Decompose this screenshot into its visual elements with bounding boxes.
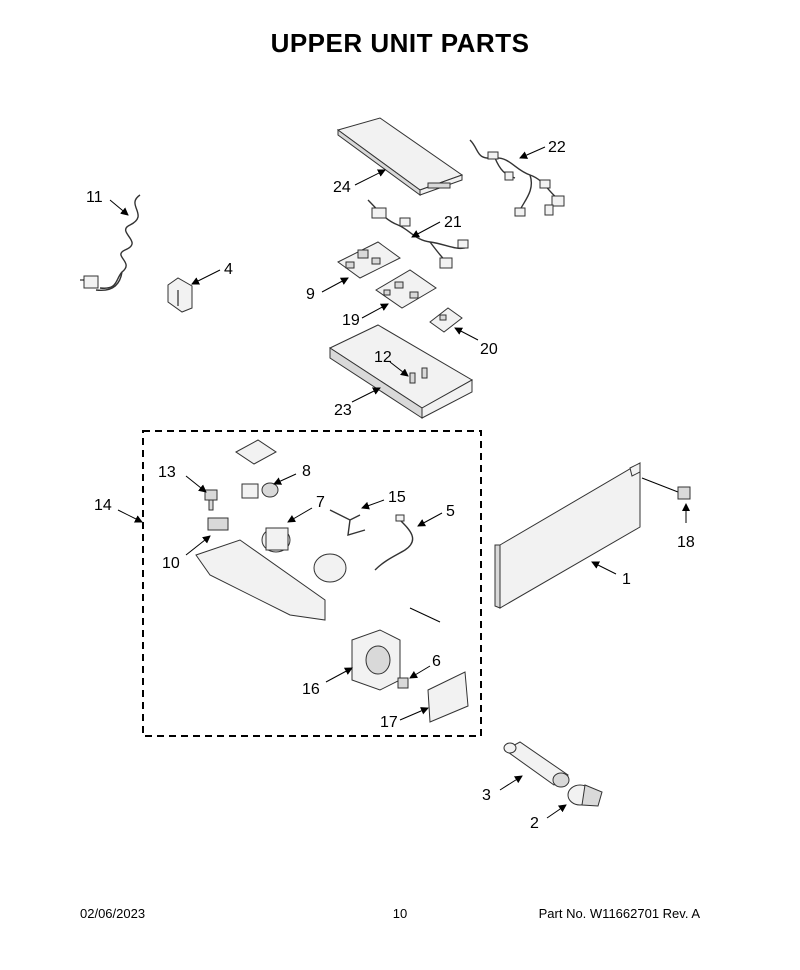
part-15-tube[interactable] [329, 509, 366, 536]
part-5-wire[interactable] [374, 514, 414, 571]
page-title: UPPER UNIT PARTS [270, 28, 530, 58]
callout-1: 1 [622, 571, 631, 588]
part-16-duct[interactable] [351, 629, 401, 691]
callout-3: 3 [482, 787, 491, 804]
callout-9: 9 [306, 286, 315, 303]
part-13-screw[interactable] [204, 489, 218, 511]
footer-date: 02/06/2023 [80, 906, 146, 921]
dispenser-frame[interactable] [195, 539, 441, 623]
callout-8: 8 [302, 463, 311, 480]
leader-lines [109, 146, 690, 819]
callout-18: 18 [677, 534, 695, 551]
part-10-sensor[interactable] [207, 517, 229, 531]
part-12-screw[interactable] [409, 367, 428, 384]
part-19-control-board[interactable] [375, 269, 437, 309]
callout-7: 7 [316, 494, 325, 511]
callout-6: 6 [432, 653, 441, 670]
callout-11: 11 [86, 189, 103, 206]
callout-22: 22 [548, 139, 566, 156]
callout-13: 13 [158, 464, 176, 481]
callout-24: 24 [333, 179, 351, 196]
callout-12: 12 [374, 349, 392, 366]
part-7-motor[interactable] [261, 527, 291, 553]
callout-14: 14 [94, 497, 112, 514]
part-1-front-panel[interactable] [494, 462, 641, 609]
callout-20: 20 [480, 341, 498, 358]
part-9-control-board[interactable] [337, 241, 401, 279]
part-11-power-cord[interactable] [80, 194, 141, 292]
callout-2: 2 [530, 815, 539, 832]
part-8-valve[interactable] [235, 439, 279, 499]
part-18-screw[interactable] [641, 477, 691, 500]
callout-10: 10 [162, 555, 180, 572]
part-4-clip[interactable] [167, 277, 193, 313]
callout-23: 23 [334, 402, 352, 419]
part-3-water-filter[interactable] [503, 741, 570, 788]
callout-4: 4 [224, 261, 233, 278]
footer-part-number: Part No. W11662701 Rev. A [538, 906, 700, 921]
callout-16: 16 [302, 681, 320, 698]
part-20-small-board[interactable] [429, 307, 463, 333]
callout-17: 17 [380, 714, 398, 731]
part-22-wire-harness[interactable] [469, 139, 565, 217]
part-24-cover-plate[interactable] [336, 117, 464, 196]
assembly-dashed-box [142, 430, 482, 737]
part-6-clip[interactable] [397, 677, 409, 689]
part-23-housing[interactable] [328, 324, 474, 419]
part-2-cap[interactable] [567, 784, 603, 807]
callout-labels: 24 22 11 4 21 9 19 20 12 23 13 8 14 7 15… [86, 139, 695, 832]
callout-19: 19 [342, 312, 360, 329]
callout-15: 15 [388, 489, 406, 506]
part-17-cover[interactable] [427, 671, 469, 723]
callout-5: 5 [446, 503, 455, 520]
callout-21: 21 [444, 214, 462, 231]
footer-page-number: 10 [392, 906, 408, 921]
